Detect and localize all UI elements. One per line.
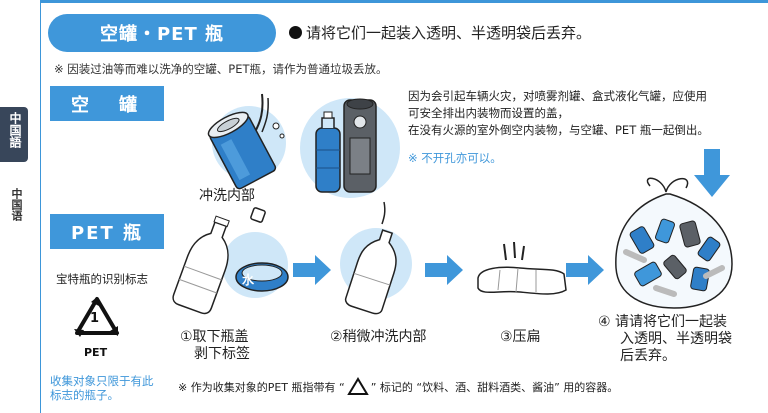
pet-mark-text: PET — [84, 346, 108, 359]
aerosol-warning-text: 因为会引起车辆火灾，对喷雾剂罐、盒式液化气罐，应使用 可安全排出内装物而设置的盖… — [408, 88, 709, 139]
step-arrow-icon — [566, 255, 604, 285]
id-mark-label: 宝特瓶的识别标志 — [56, 272, 148, 286]
pet-definition-footnote: ※ 作为收集对象的PET 瓶指带有 “ ” 标记的 “饮料、酒、甜料酒类、酱油”… — [178, 377, 618, 397]
rinse-inside-label: 冲洗内部 — [199, 188, 255, 204]
can-rinse-illustration — [207, 93, 285, 190]
top-border-line — [40, 0, 768, 3]
collection-target-note: 收集对象只限于有此 标志的瓶子。 — [50, 374, 154, 402]
recycle-bag-illustration — [615, 177, 733, 309]
left-border-line — [40, 0, 41, 413]
warning-line: 在没有火源的室外倒空内装物，与空罐、PET 瓶一起倒出。 — [408, 123, 709, 137]
warning-line: 可安全排出内装物而设置的盖， — [408, 106, 569, 120]
bullet-dot-icon — [289, 26, 302, 39]
footnote-suffix: ” 标记的 “饮料、酒、甜料酒类、酱油” 用的容器。 — [370, 381, 619, 394]
step1-line: 剥下标签 — [194, 346, 250, 362]
spray-canisters-illustration — [315, 98, 377, 193]
step4-line: 后丢弃。 — [620, 348, 676, 364]
pet-recycle-mark-icon — [74, 297, 119, 337]
can-section-title: 空 罐 — [50, 86, 164, 121]
warning-line: 因为会引起车辆火灾，对喷雾剂罐、盒式液化气罐，应使用 — [408, 89, 707, 103]
step4-line: 入透明、半透明袋 — [620, 331, 732, 347]
side-tab-label: 中国語 — [8, 112, 22, 148]
step3-label: ③压扁 — [500, 329, 541, 345]
step-arrow-icon — [293, 255, 331, 285]
collection-note-line: 标志的瓶子。 — [50, 388, 119, 402]
no-hole-note: ※ 不开孔亦可以。 — [408, 151, 502, 165]
footnote-prefix: ※ 作为收集对象的PET 瓶指带有 “ — [178, 381, 345, 394]
disposal-instruction: 请将它们一起装入透明、半透明袋后丢弃。 — [306, 24, 592, 42]
category-title-pill: 空罐・PET 瓶 — [48, 14, 276, 52]
step4-label: ④ 请请将它们一起装 入透明、半透明袋 后丢弃。 — [598, 314, 732, 365]
step1-label: ①取下瓶盖 剥下标签 — [180, 329, 250, 363]
crushed-bottle-illustration — [477, 241, 567, 295]
pet-mark-number: 1 — [90, 311, 100, 326]
label-water-char: 水 — [242, 273, 255, 287]
step1-line: ①取下瓶盖 — [180, 329, 249, 345]
pet-section-title: PET 瓶 — [50, 214, 164, 249]
step4-line: ④ 请请将它们一起装 — [598, 314, 728, 330]
down-arrow-icon — [694, 149, 730, 197]
collection-note-line: 收集对象只限于有此 — [50, 374, 154, 388]
step-arrow-icon — [425, 255, 463, 285]
bottle-remove-cap-illustration — [172, 207, 289, 315]
language-side-tab — [0, 107, 28, 162]
pet-mark-inline-icon — [346, 377, 369, 395]
side-language-label: 中国语 — [10, 188, 23, 221]
oily-items-note: ※ 因装过油等而难以洗净的空罐、PET瓶，请作为普通垃圾丢放。 — [54, 62, 388, 76]
step2-label: ②稍微冲洗内部 — [330, 329, 427, 345]
bottle-rinse-illustration — [344, 201, 397, 315]
